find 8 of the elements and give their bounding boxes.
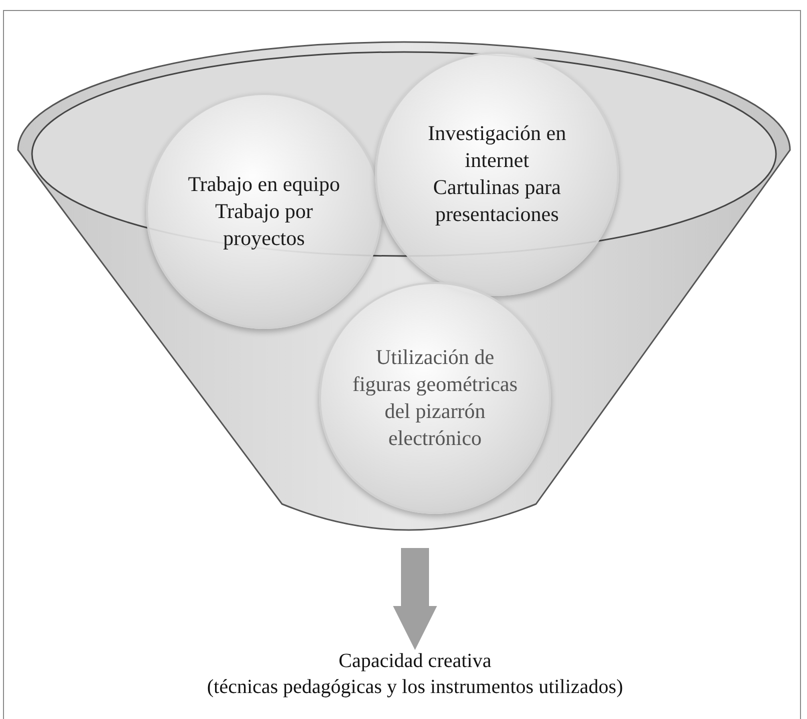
circle-text: Trabajo en equipo [188,170,340,198]
circle-text: Utilización de figuras geométricas del pizarrón electrónico [351,344,519,452]
block-arrow [393,548,437,650]
caption-text: Capacidad creativa [338,649,492,674]
circle-text: Trabajo por proyectos [214,198,314,252]
circle-text: Investigación en internet [426,120,568,174]
caption-text: (técnicas pedagógicas y los instrumentos utilizados) [206,675,623,700]
circle-text: Cartulinas para presentaciones [432,174,562,228]
